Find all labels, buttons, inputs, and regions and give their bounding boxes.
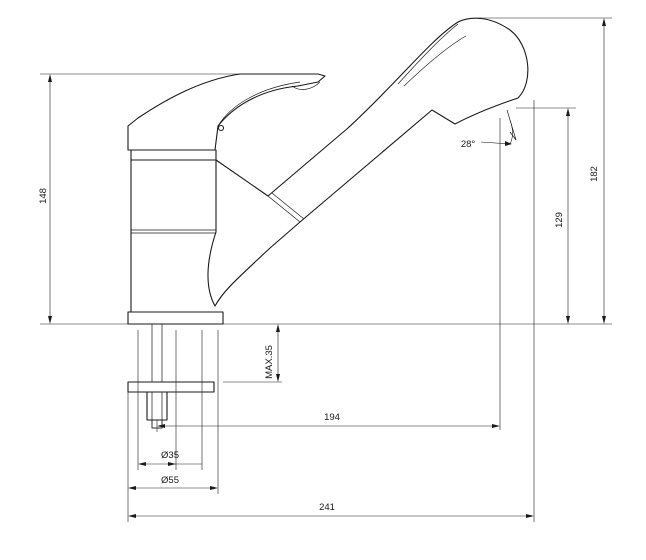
spout — [207, 17, 529, 307]
label-148: 148 — [38, 188, 49, 204]
label-241: 241 — [319, 502, 335, 513]
label-max35: MAX.35 — [264, 345, 275, 379]
mounting-nut — [146, 391, 168, 421]
spout-head-groove — [397, 23, 467, 87]
label-129: 129 — [554, 212, 565, 228]
body-collar — [130, 149, 217, 161]
handle-lever-edge — [217, 81, 321, 127]
mounting-washer — [127, 381, 215, 393]
label-d35: Ø35 — [161, 450, 179, 461]
dimension-labels: 148 182 129 MAX.35 28° 194 Ø35 Ø55 241 — [38, 139, 600, 513]
dim-28-arc — [480, 119, 513, 145]
label-182: 182 — [589, 166, 600, 182]
handle-screw — [217, 124, 225, 132]
faucet-outline — [127, 17, 529, 429]
dimension-lines — [40, 17, 612, 522]
body-cylinder — [130, 159, 219, 313]
spout-ring — [267, 192, 305, 223]
base-plate — [127, 311, 224, 325]
label-194: 194 — [324, 412, 340, 423]
label-28: 28° — [461, 139, 476, 150]
label-d55: Ø55 — [161, 475, 179, 486]
handle-lever — [127, 73, 326, 151]
